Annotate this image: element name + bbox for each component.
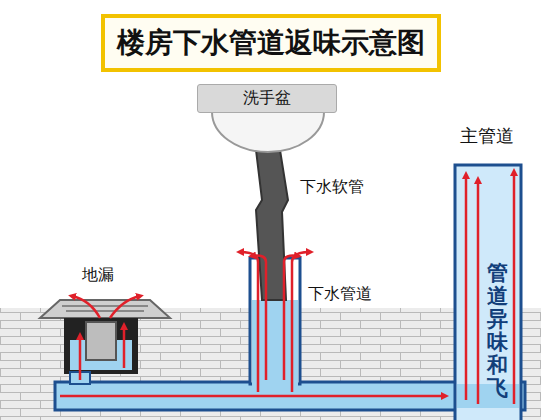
main-pipe [455, 165, 521, 420]
node-text: 洗手盆 [243, 88, 291, 109]
drain-trap [64, 318, 138, 374]
pipe-label: 下水管道 [306, 284, 374, 305]
odour-arrows [60, 172, 514, 404]
drain-grate [40, 300, 170, 318]
hose-label: 下水软管 [298, 177, 366, 198]
vertical-note: 管道异味和飞 [487, 262, 508, 401]
main-pipe-label: 主管道 [458, 124, 516, 148]
title-banner: 楼房下水管道返味示意图 [101, 14, 441, 72]
sink-box: 洗手盆 [197, 84, 337, 113]
sink-bowl [212, 112, 324, 152]
floor-drain-label: 地漏 [80, 265, 116, 286]
